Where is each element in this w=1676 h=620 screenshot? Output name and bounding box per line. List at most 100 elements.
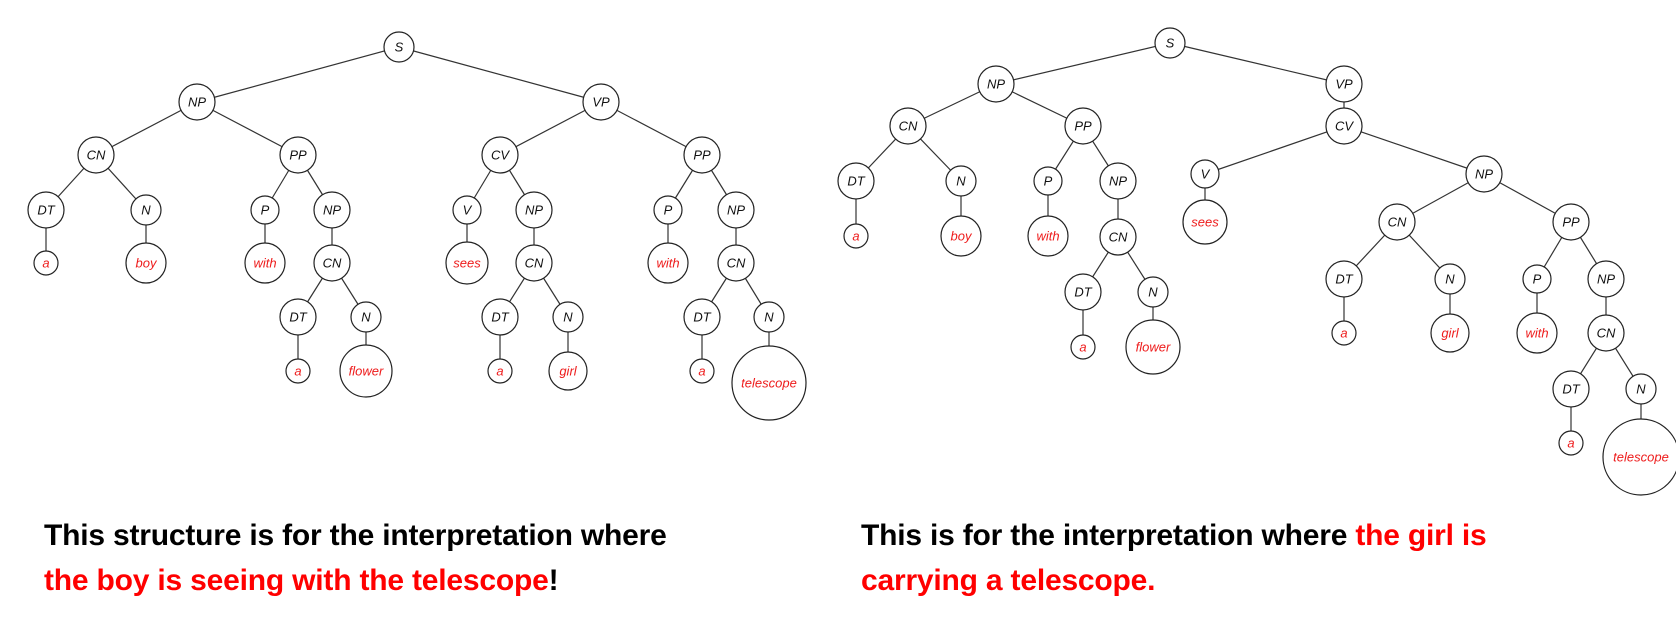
caption-left-highlight: the boy is seeing with the telescope	[44, 564, 549, 597]
category-node: NP	[515, 191, 553, 229]
node-circle	[945, 165, 977, 197]
node-circle	[1154, 27, 1186, 59]
node-circle	[487, 358, 513, 384]
category-node: DT	[683, 298, 721, 336]
node-label: telescope	[1613, 450, 1669, 465]
node-circle	[582, 83, 620, 121]
word-node: sees	[1182, 199, 1228, 245]
node-circle	[1602, 418, 1676, 496]
node-circle	[1137, 276, 1169, 308]
node-label: CN	[1109, 230, 1128, 245]
word-node: a	[285, 358, 311, 384]
node-label: PP	[1562, 215, 1580, 230]
node-label: N	[563, 310, 573, 325]
category-node: NP	[1587, 260, 1625, 298]
tree-edge	[196, 46, 400, 103]
node-circle	[33, 250, 59, 276]
node-circle	[1325, 107, 1363, 145]
node-circle	[889, 107, 927, 145]
node-label: CN	[323, 256, 342, 271]
word-node: girl	[548, 351, 588, 391]
caption-right: This is for the interpretation where the…	[861, 513, 1487, 603]
node-label: with	[253, 256, 276, 271]
category-node: CN	[717, 244, 755, 282]
node-circle	[1522, 264, 1552, 294]
node-circle	[683, 298, 721, 336]
node-circle	[279, 136, 317, 174]
node-label: with	[656, 256, 679, 271]
node-circle	[313, 191, 351, 229]
node-label: sees	[453, 256, 481, 271]
node-circle	[1099, 162, 1137, 200]
node-circle	[940, 215, 982, 257]
node-circle	[452, 195, 482, 225]
node-circle	[1465, 155, 1503, 193]
category-node: N	[1625, 373, 1657, 405]
category-node: CN	[313, 244, 351, 282]
node-label: DT	[37, 203, 55, 218]
node-circle	[1099, 218, 1137, 256]
node-label: CN	[87, 148, 106, 163]
node-label: with	[1036, 229, 1059, 244]
caption-left-line1: This structure is for the interpretation…	[44, 519, 667, 552]
node-label: S	[395, 40, 404, 55]
node-circle	[1434, 263, 1466, 295]
node-label: P	[1533, 272, 1542, 287]
word-node: with	[244, 242, 286, 284]
category-node: CN	[889, 107, 927, 145]
node-circle	[1027, 215, 1069, 257]
category-node: CV	[1325, 107, 1363, 145]
category-node: CN	[1099, 218, 1137, 256]
node-circle	[552, 301, 584, 333]
node-label: N	[361, 310, 371, 325]
category-node: P	[250, 195, 280, 225]
node-circle	[1558, 430, 1584, 456]
node-label: PP	[289, 148, 307, 163]
category-node: N	[1137, 276, 1169, 308]
node-label: V	[1201, 167, 1211, 182]
category-node: N	[350, 301, 382, 333]
node-label: VP	[592, 95, 610, 110]
caption-right-highlight-1: the girl is	[1355, 519, 1487, 552]
node-circle	[1070, 334, 1096, 360]
node-circle	[27, 191, 65, 229]
node-label: boy	[951, 229, 973, 244]
tree-edge	[398, 46, 602, 103]
word-node: boy	[125, 242, 167, 284]
node-label: a	[294, 364, 301, 379]
word-node: a	[1070, 334, 1096, 360]
category-node: CN	[515, 244, 553, 282]
word-node: telescope	[1602, 418, 1676, 496]
node-label: CV	[1335, 119, 1354, 134]
tree-edge	[196, 101, 299, 156]
category-node: DT	[837, 162, 875, 200]
word-node: sees	[445, 241, 489, 285]
category-node: PP	[683, 136, 721, 174]
node-circle	[717, 191, 755, 229]
node-label: NP	[323, 203, 341, 218]
word-node: boy	[940, 215, 982, 257]
category-node: NP	[977, 65, 1015, 103]
node-circle	[339, 344, 393, 398]
caption-right-line1: This is for the interpretation where	[861, 519, 1356, 552]
category-node: N	[945, 165, 977, 197]
node-label: N	[764, 310, 774, 325]
node-label: NP	[727, 203, 745, 218]
node-label: P	[261, 203, 270, 218]
word-node: a	[33, 250, 59, 276]
node-circle	[279, 298, 317, 336]
word-node: with	[1027, 215, 1069, 257]
node-circle	[548, 351, 588, 391]
category-node: V	[1190, 159, 1220, 189]
node-label: NP	[1109, 174, 1127, 189]
word-node: with	[1516, 312, 1558, 354]
node-label: P	[1044, 174, 1053, 189]
node-label: DT	[693, 310, 711, 325]
node-label: CN	[525, 256, 544, 271]
tree-edge	[600, 101, 703, 156]
node-label: girl	[1441, 326, 1459, 341]
node-circle	[383, 31, 415, 63]
